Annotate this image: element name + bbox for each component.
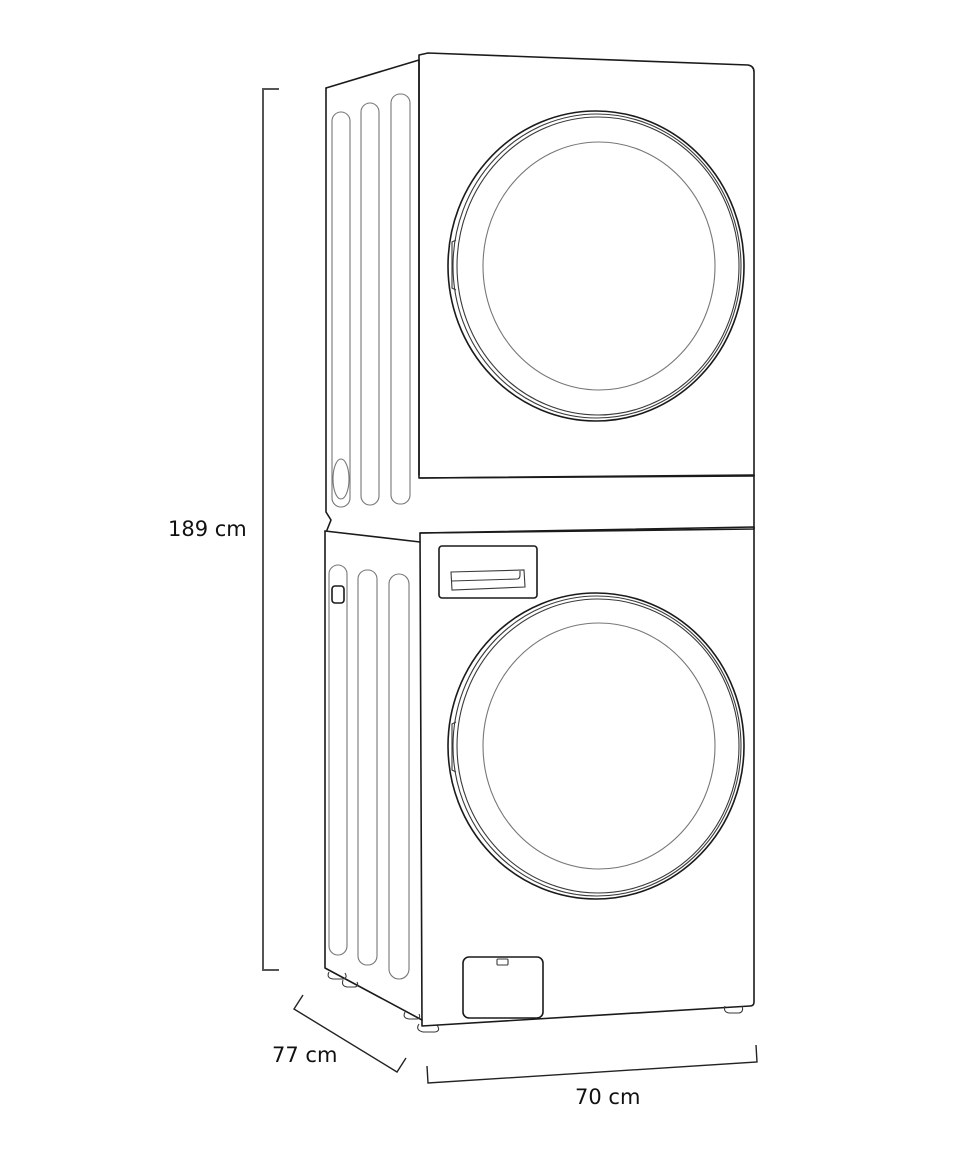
- detergent-drawer-handle-inner: [451, 571, 521, 582]
- height-dimension-bracket: [262, 88, 279, 971]
- depth-label: 77 cm: [272, 1043, 337, 1067]
- detergent-drawer-handle: [450, 569, 526, 591]
- dryer-door-ring: [456, 116, 740, 416]
- foot-icon: [403, 1011, 421, 1020]
- washer-door-outer-ring: [447, 592, 745, 900]
- side-rib-lower-3: [388, 573, 410, 980]
- detergent-drawer: [438, 545, 538, 599]
- washer-door: [447, 592, 745, 900]
- width-dimension-bracket: [426, 1044, 758, 1084]
- side-rib-upper-1: [331, 111, 351, 508]
- height-dimension: 189 cm: [168, 88, 279, 971]
- side-oval-grip: [332, 458, 350, 500]
- dryer-door-glass: [482, 141, 716, 391]
- foot-icon: [327, 971, 347, 980]
- filter-panel-tab: [496, 958, 509, 966]
- foot-icon: [417, 1023, 440, 1033]
- washer-door-glass: [482, 622, 716, 870]
- side-panel: [324, 59, 440, 1033]
- detergent-drawer-frame: [438, 545, 538, 599]
- side-rib-upper-2: [360, 102, 380, 506]
- washer-door-ring: [456, 598, 740, 894]
- washer-front-panel: [419, 526, 755, 1027]
- dryer-door: [447, 110, 745, 422]
- foot-icon: [341, 979, 359, 988]
- filter-panel-cover: [462, 956, 544, 1019]
- side-upper-left-edge: [325, 87, 332, 531]
- side-rib-lower-1: [328, 564, 348, 956]
- dryer-unit: [418, 52, 755, 479]
- side-seam: [324, 530, 421, 543]
- height-label: 189 cm: [168, 517, 247, 541]
- depth-dimension: 77 cm: [272, 994, 407, 1073]
- dryer-door-ring: [452, 113, 742, 419]
- side-rib-upper-3: [390, 93, 411, 505]
- washer-unit: [419, 526, 755, 1027]
- side-rib-lower-2: [357, 569, 378, 966]
- appliance-tower: [324, 52, 755, 1033]
- dryer-door-outer-ring: [447, 110, 745, 422]
- side-latch-icon: [331, 585, 345, 604]
- width-dimension: 70 cm: [426, 1044, 758, 1109]
- side-lower-edge: [324, 530, 423, 1021]
- side-top-edge: [325, 59, 420, 476]
- stacking-kit-band: [419, 474, 755, 534]
- filter-access-panel: [462, 956, 544, 1019]
- width-label: 70 cm: [575, 1085, 640, 1109]
- dryer-front-panel: [418, 52, 755, 479]
- dryer-door-hinge-notch: [451, 239, 457, 291]
- depth-dimension-bracket: [293, 994, 407, 1073]
- washer-door-hinge-notch: [451, 721, 457, 773]
- washer-door-ring: [452, 595, 742, 897]
- foot-icon: [723, 1005, 744, 1014]
